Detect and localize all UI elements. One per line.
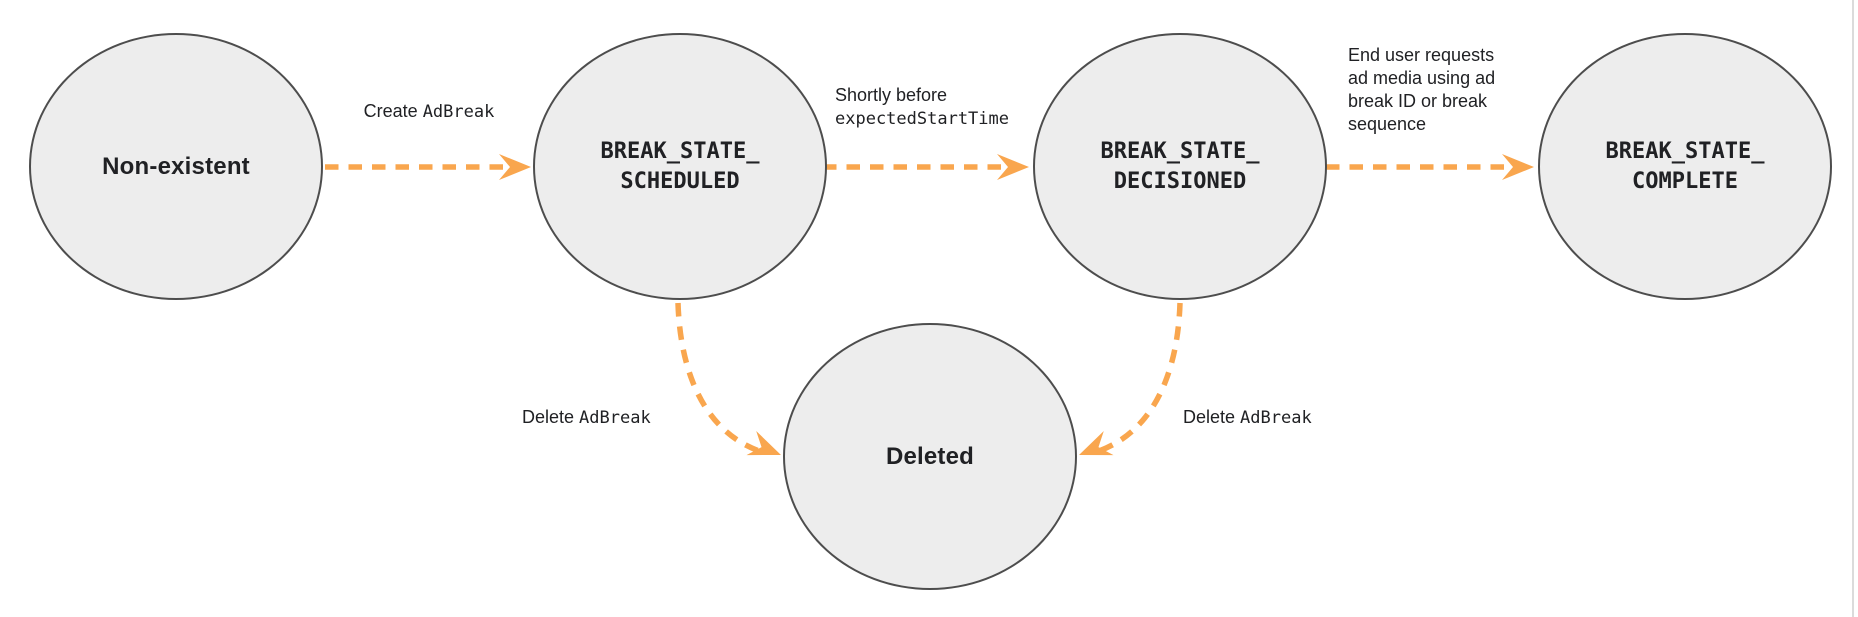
state-break-state-decisioned: BREAK_STATE_DECISIONED — [1033, 33, 1327, 300]
state-deleted: Deleted — [783, 323, 1077, 590]
transition-label-delete-adbreak-right: Delete AdBreak — [1183, 407, 1312, 428]
transition-label-create-adbreak: Create AdBreak — [363, 101, 495, 122]
arrow-delete-adbreak-right — [1079, 302, 1183, 456]
state-label: Non-existent — [102, 152, 250, 180]
state-non-existent: Non-existent — [29, 33, 323, 300]
state-break-state-scheduled: BREAK_STATE_SCHEDULED — [533, 33, 827, 300]
arrow-delete-adbreak-left — [675, 302, 781, 456]
arrow-end-user-requests — [1326, 154, 1534, 180]
arrow-create-adbreak — [325, 154, 531, 180]
arrow-shortly-before-expectedstarttime — [823, 154, 1029, 180]
transition-label-end-user-requests: End user requests ad media using ad brea… — [1348, 45, 1496, 134]
state-break-state-complete: BREAK_STATE_COMPLETE — [1538, 33, 1832, 300]
state-label: BREAK_STATE_DECISIONED — [1100, 138, 1260, 194]
state-label: BREAK_STATE_SCHEDULED — [600, 138, 760, 194]
transition-label-delete-adbreak-left: Delete AdBreak — [522, 407, 651, 428]
transition-label-shortly-before: Shortly before expectedStartTime — [835, 85, 1009, 129]
state-label: BREAK_STATE_COMPLETE — [1605, 138, 1765, 194]
page-divider-line — [1852, 0, 1854, 617]
state-label: Deleted — [885, 442, 975, 470]
